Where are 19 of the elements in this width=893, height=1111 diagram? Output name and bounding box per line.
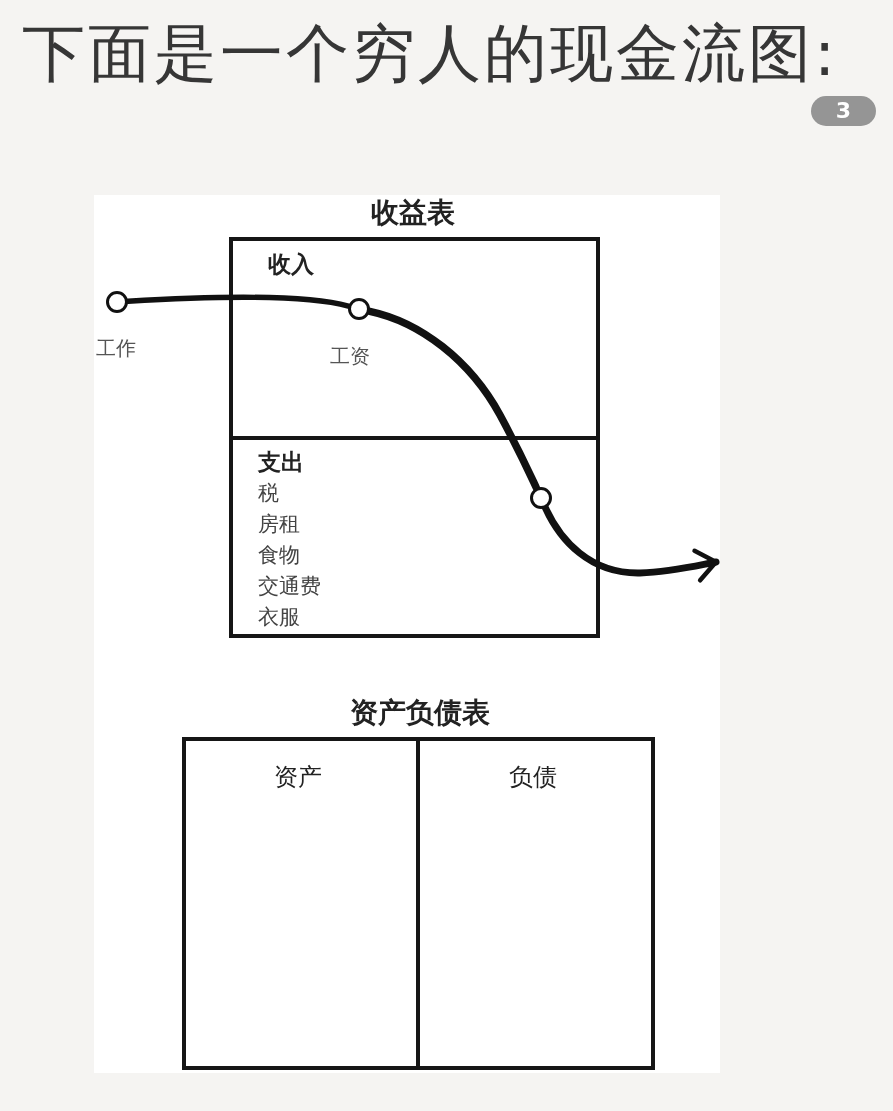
column-heading: 资产 (273, 765, 323, 789)
expense-item: 食物 (258, 545, 300, 566)
column-heading: 负债 (508, 765, 558, 789)
circle-node (530, 487, 552, 509)
node-caption: 工资 (329, 346, 371, 366)
node-caption: 工作 (95, 338, 137, 358)
curved-line (125, 294, 352, 309)
section-heading: 支出 (258, 451, 304, 474)
curved-arrow (542, 504, 720, 583)
table-title: 资产负债表 (349, 699, 491, 727)
page-counter: 3 (811, 96, 876, 126)
expense-item: 税 (258, 483, 279, 504)
expense-item: 衣服 (258, 607, 300, 628)
page-title: 下面是一个穷人的现金流图: (22, 22, 839, 85)
expense-item: 交通费 (258, 576, 321, 597)
table-title: 收益表 (370, 199, 456, 227)
section-heading: 收入 (268, 253, 314, 276)
curved-line (366, 307, 541, 492)
expense-item: 房租 (258, 514, 300, 535)
